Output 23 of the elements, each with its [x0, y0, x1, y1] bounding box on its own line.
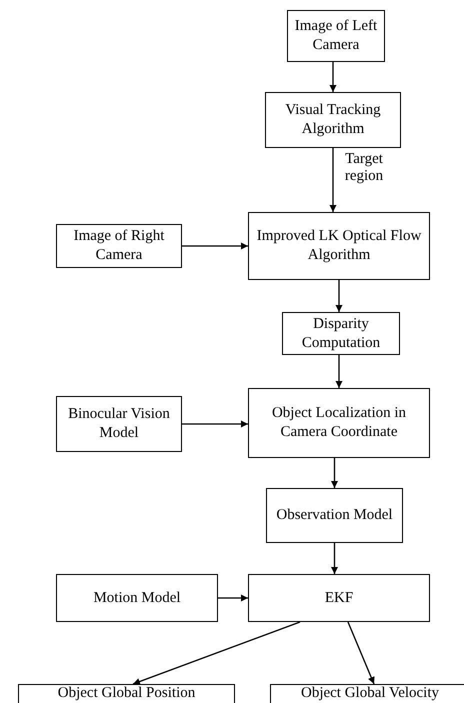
process-box: Image of Right Camera — [56, 224, 182, 268]
process-box: Visual Tracking Algorithm — [265, 92, 401, 148]
process-box: Motion Model — [56, 574, 218, 622]
arrow — [182, 420, 248, 428]
process-box: Improved LK Optical Flow Algorithm — [248, 212, 430, 280]
arrow — [336, 355, 342, 388]
arrow — [331, 458, 338, 488]
process-box: Observation Model — [266, 488, 403, 543]
process-box: Object Global Velocity — [270, 684, 464, 703]
arrow — [347, 622, 375, 684]
process-box: Binocular Vision Model — [56, 396, 182, 452]
process-box: EKF — [248, 574, 430, 622]
process-box: Disparity Computation — [282, 312, 400, 355]
arrow — [218, 594, 248, 602]
process-box: Object Global Position — [18, 684, 235, 703]
arrow — [336, 280, 342, 312]
arrow — [182, 242, 248, 250]
arrow — [330, 148, 336, 212]
process-box: Object Localization in Camera Coordinate — [248, 388, 430, 458]
process-box: Image of Left Camera — [287, 10, 385, 62]
arrow — [330, 62, 336, 92]
arrow — [132, 621, 300, 685]
arrow — [331, 543, 338, 574]
